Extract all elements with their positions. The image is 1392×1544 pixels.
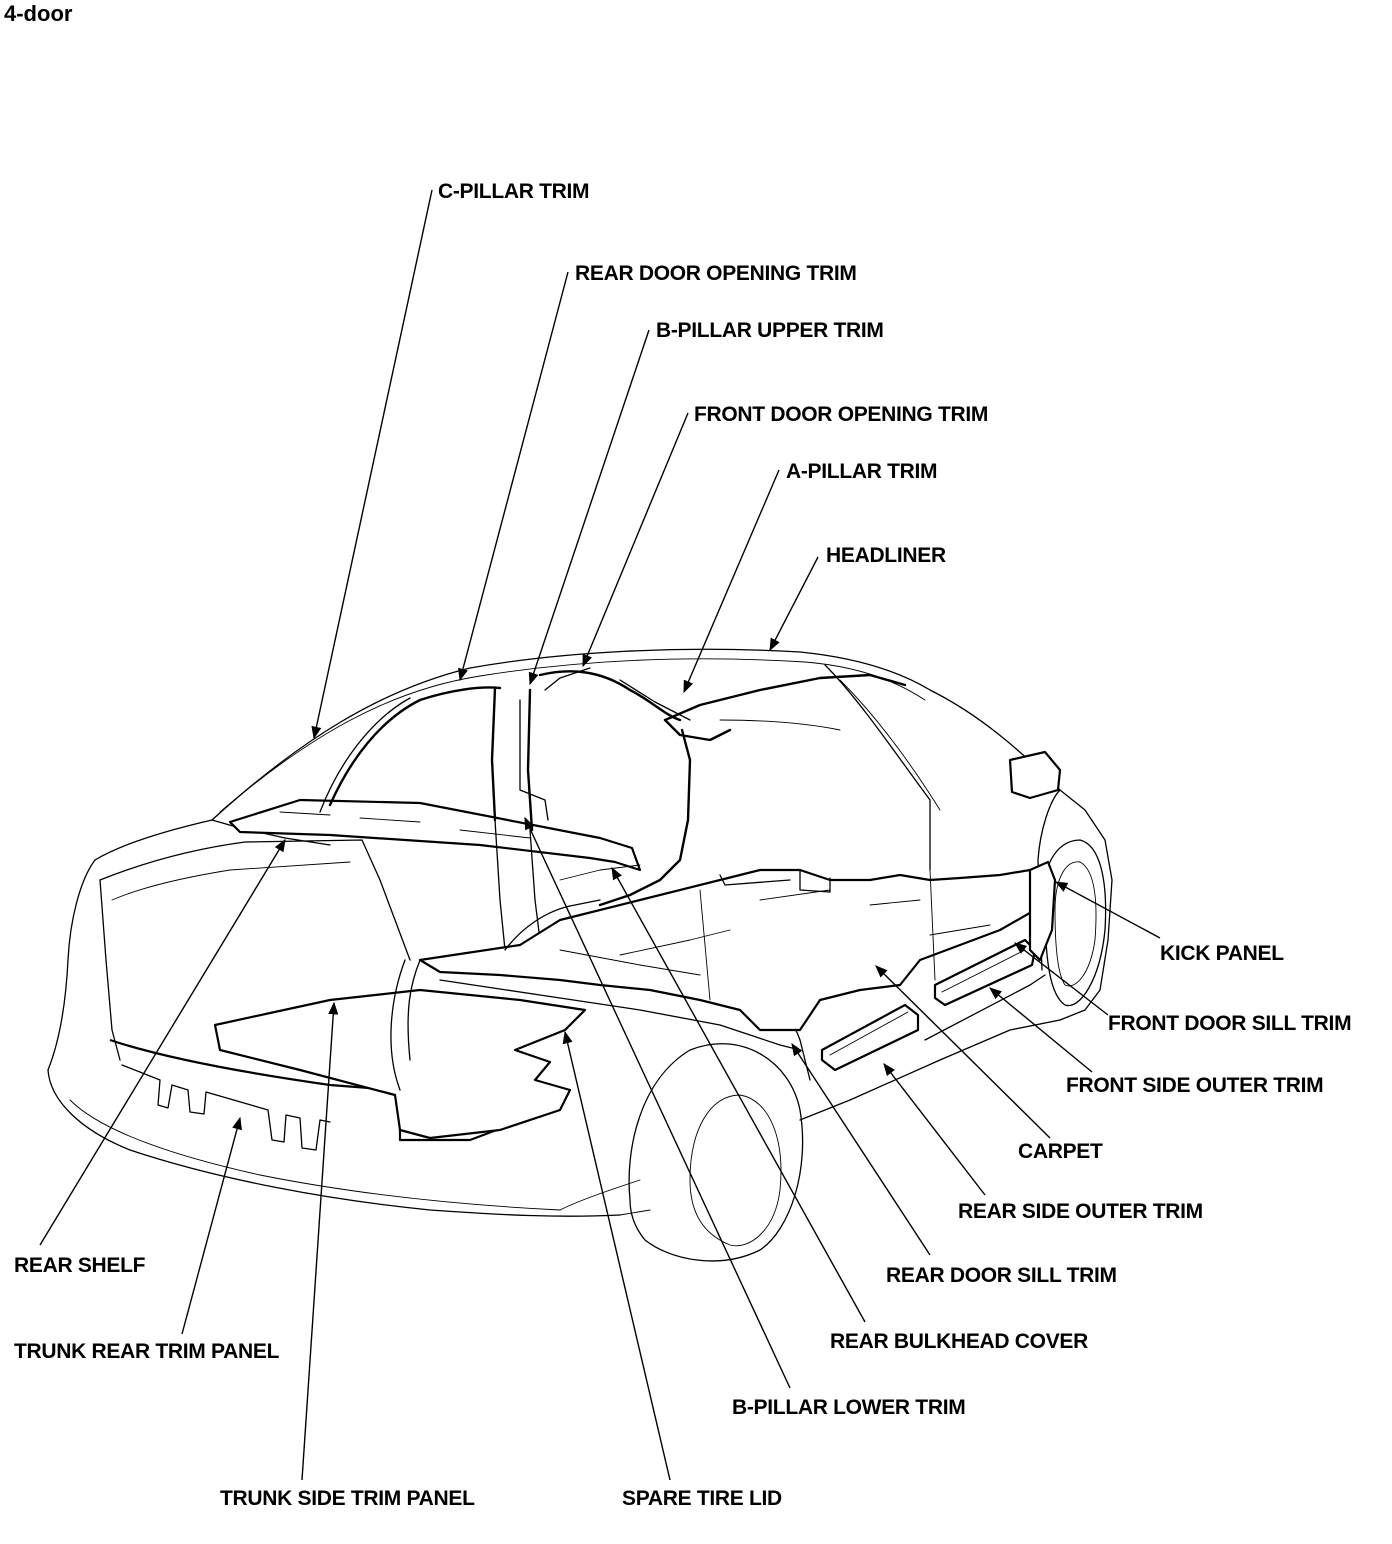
leader-trunk-rear-trim-panel [181,1116,242,1335]
label-rear-door-sill-trim: REAR DOOR SILL TRIM [886,1264,1117,1287]
leader-front-side-outer-trim [989,987,1093,1073]
leader-rear-side-outer-trim [883,1063,986,1196]
leader-carpet [875,965,1051,1139]
label-front-side-outer-trim: FRONT SIDE OUTER TRIM [1066,1074,1323,1097]
leader-b-pillar-upper-trim [528,329,650,686]
leader-rear-bulkhead-cover [611,866,866,1323]
label-trunk-side-trim-panel: TRUNK SIDE TRIM PANEL [220,1487,475,1510]
label-kick-panel: KICK PANEL [1160,942,1284,965]
label-b-pillar-lower-trim: B-PILLAR LOWER TRIM [732,1396,965,1419]
leader-b-pillar-lower-trim [524,816,791,1389]
label-carpet: CARPET [1018,1140,1103,1163]
label-front-door-opening-trim: FRONT DOOR OPENING TRIM [694,403,988,426]
leader-lines [39,189,1161,1481]
diagram-heading: 4-door [4,1,73,26]
leader-trunk-side-trim-panel [301,1001,339,1481]
leader-front-door-opening-trim [582,412,689,668]
leader-kick-panel [1054,881,1161,939]
leader-rear-shelf [39,838,286,1246]
leader-c-pillar-trim [311,189,433,740]
label-trunk-rear-trim-panel: TRUNK REAR TRIM PANEL [14,1340,280,1363]
leader-spare-tire-lid [562,1030,671,1481]
label-a-pillar-trim: A-PILLAR TRIM [786,460,937,483]
label-b-pillar-upper-trim: B-PILLAR UPPER TRIM [656,319,884,342]
label-front-door-sill-trim: FRONT DOOR SILL TRIM [1108,1012,1351,1035]
leader-rear-door-opening-trim [458,271,569,682]
callout-labels: C-PILLAR TRIM REAR DOOR OPENING TRIM B-P… [14,180,1352,1510]
label-rear-shelf: REAR SHELF [14,1254,146,1277]
label-rear-door-opening-trim: REAR DOOR OPENING TRIM [575,262,857,285]
label-spare-tire-lid: SPARE TIRE LID [622,1487,782,1510]
label-rear-side-outer-trim: REAR SIDE OUTER TRIM [958,1200,1203,1223]
leader-headliner [769,556,819,652]
label-rear-bulkhead-cover: REAR BULKHEAD COVER [830,1330,1088,1353]
car-body-illustration [47,648,1113,1262]
leader-front-door-sill-trim [1014,942,1109,1016]
label-c-pillar-trim: C-PILLAR TRIM [438,180,589,203]
leader-a-pillar-trim [683,469,780,694]
leader-rear-door-sill-trim [791,1042,931,1256]
label-headliner: HEADLINER [826,544,946,567]
